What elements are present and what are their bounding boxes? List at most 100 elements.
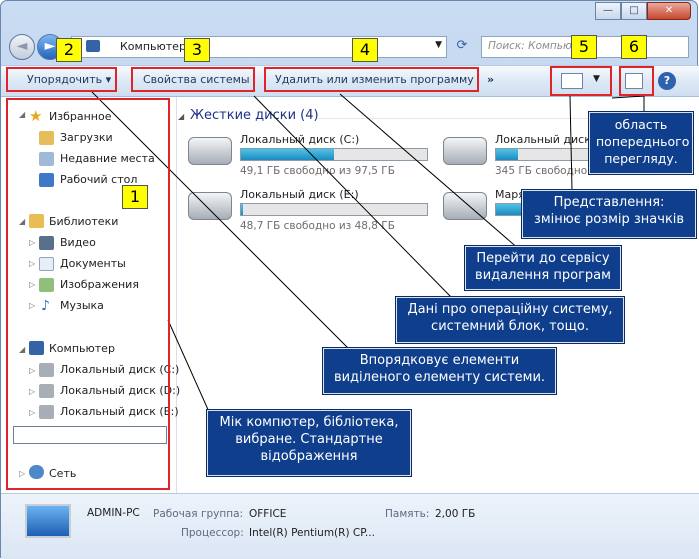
- cpu-label: Процессор:: [181, 527, 244, 539]
- libraries-expand-icon[interactable]: ◢: [19, 217, 26, 226]
- computer-expand-icon[interactable]: ◢: [19, 345, 26, 354]
- section-collapse-icon[interactable]: ◢: [178, 112, 185, 121]
- nav-disk-d[interactable]: Локальный диск (D:): [60, 384, 181, 397]
- file-view: ◢ Жесткие диски (4) Локальный диск (C:) …: [178, 97, 699, 493]
- libraries-icon: [29, 214, 44, 228]
- nav-disk-e[interactable]: Локальный диск (E:): [60, 405, 179, 418]
- images-icon: [39, 278, 54, 292]
- memory-label: Память:: [385, 508, 430, 520]
- views-icon[interactable]: [561, 73, 583, 89]
- nav-music[interactable]: Музыка: [60, 299, 104, 312]
- minimize-button[interactable]: —: [595, 2, 621, 20]
- workgroup-label: Рабочая группа:: [153, 508, 244, 520]
- content-area: ◢ ★ Избранное Загрузки Недавние места Ра…: [1, 97, 699, 493]
- documents-icon: [39, 257, 54, 271]
- disk-c-icon: [39, 363, 54, 377]
- nav-computer[interactable]: Компьютер: [49, 342, 115, 355]
- disk-d-expand-icon[interactable]: ▷: [29, 387, 36, 396]
- callout-uninstall: Перейти до сервісу видалення програм: [465, 246, 621, 290]
- drive-e-icon: [188, 192, 232, 220]
- nav-downloads[interactable]: Загрузки: [60, 131, 113, 144]
- close-button[interactable]: ✕: [647, 2, 691, 20]
- drive-d-name: Локальный диск (D:): [495, 133, 616, 146]
- cpu-value: Intel(R) Pentium(R) CP...: [249, 527, 375, 539]
- navigation-pane: ◢ ★ Избранное Загрузки Недавние места Ра…: [1, 97, 181, 493]
- leader-uninstall: [339, 93, 521, 251]
- highlight-views: [550, 66, 612, 96]
- rename-field[interactable]: [13, 426, 167, 444]
- section-divider: [318, 118, 688, 119]
- images-expand-icon[interactable]: ▷: [29, 280, 36, 289]
- downloads-icon: [39, 131, 54, 145]
- music-expand-icon[interactable]: ▷: [29, 301, 36, 310]
- drive-d-usage-fill: [496, 149, 519, 160]
- drive-c-free: 49,1 ГБ свободно из 97,5 ГБ: [240, 165, 395, 177]
- drive-c-usage-fill: [241, 149, 334, 160]
- leader-nav: [167, 319, 211, 415]
- section-header[interactable]: Жесткие диски (4): [190, 108, 319, 123]
- search-placeholder: Поиск: Компьютер: [488, 40, 592, 52]
- maximize-button[interactable]: □: [621, 2, 647, 20]
- drive-e-free: 48,7 ГБ свободно из 48,8 ГБ: [240, 220, 395, 232]
- highlight-navigation: [6, 98, 170, 490]
- nav-disk-c[interactable]: Локальный диск (C:): [60, 363, 180, 376]
- disk-e-expand-icon[interactable]: ▷: [29, 408, 36, 417]
- callout-preview-pane: область попереднього перегляду.: [589, 112, 693, 174]
- favorites-expand-icon[interactable]: ◢: [19, 110, 26, 119]
- drive-e-usage-fill: [241, 204, 243, 215]
- preview-pane-icon[interactable]: [625, 73, 643, 89]
- callout-sysinfo: Дані про операційну систему, системний б…: [396, 297, 624, 343]
- marker-6: 6: [621, 35, 647, 59]
- memory-value: 2,00 ГБ: [435, 508, 476, 520]
- leader-preview-a: [611, 95, 645, 99]
- nav-documents[interactable]: Документы: [60, 257, 126, 270]
- drive-e-name: Локальный диск (E:): [240, 188, 359, 201]
- nav-network[interactable]: Сеть: [49, 467, 77, 480]
- music-icon: ♪: [41, 298, 50, 314]
- system-properties-button[interactable]: Свойства системы: [143, 73, 250, 86]
- nav-images[interactable]: Изображения: [60, 278, 139, 291]
- nav-recent[interactable]: Недавние места: [60, 152, 155, 165]
- chevron-down-icon[interactable]: ▼: [435, 40, 442, 50]
- marker-5: 5: [571, 35, 597, 59]
- drive-d-icon: [443, 137, 487, 165]
- nav-desktop[interactable]: Рабочий стол: [60, 173, 138, 186]
- refresh-icon[interactable]: ⟳: [456, 38, 468, 53]
- drive-c-icon: [188, 137, 232, 165]
- video-expand-icon[interactable]: ▷: [29, 238, 36, 247]
- disk-c-expand-icon[interactable]: ▷: [29, 366, 36, 375]
- leader-organize: [91, 91, 353, 353]
- uninstall-program-button[interactable]: Удалить или изменить программу: [275, 73, 474, 86]
- drive-c-usage-bar: [240, 148, 428, 161]
- drive-e-usage-bar: [240, 203, 428, 216]
- details-pane: ADMIN-PC Рабочая группа: OFFICE Память: …: [1, 493, 699, 559]
- computer-nav-icon: [29, 341, 44, 355]
- disk-e-icon: [39, 405, 54, 419]
- marker-2: 2: [56, 38, 82, 62]
- views-dropdown-icon[interactable]: ▼: [593, 74, 600, 84]
- callout-organize: Впорядковує елементи виділеного елементу…: [323, 348, 556, 394]
- help-icon[interactable]: ?: [658, 72, 676, 90]
- network-expand-icon[interactable]: ▷: [19, 469, 26, 478]
- highlight-organize: [6, 67, 117, 92]
- disk-d-icon: [39, 384, 54, 398]
- documents-expand-icon[interactable]: ▷: [29, 259, 36, 268]
- highlight-preview: [619, 66, 654, 96]
- callout-navigation: Мік компютер, бібліотека, вибране. Станд…: [207, 410, 411, 476]
- workgroup-value: OFFICE: [249, 508, 287, 520]
- network-icon: [29, 465, 44, 479]
- leader-sysinfo: [253, 95, 453, 299]
- marker-1: 1: [122, 185, 148, 209]
- drive-c-name: Локальный диск (C:): [240, 133, 360, 146]
- computer-icon: [86, 40, 100, 52]
- back-button[interactable]: ◄: [9, 34, 35, 60]
- nav-favorites[interactable]: Избранное: [49, 110, 112, 123]
- callout-views: Представлення: змінює розмір значків: [522, 190, 696, 238]
- organize-button[interactable]: Упорядочить ▾: [27, 73, 112, 86]
- recent-places-icon: [39, 152, 54, 166]
- nav-video[interactable]: Видео: [60, 236, 96, 249]
- more-commands-button[interactable]: »: [487, 73, 495, 86]
- nav-libraries[interactable]: Библиотеки: [49, 215, 119, 228]
- window-controls: — □ ✕: [595, 2, 691, 20]
- video-icon: [39, 236, 54, 250]
